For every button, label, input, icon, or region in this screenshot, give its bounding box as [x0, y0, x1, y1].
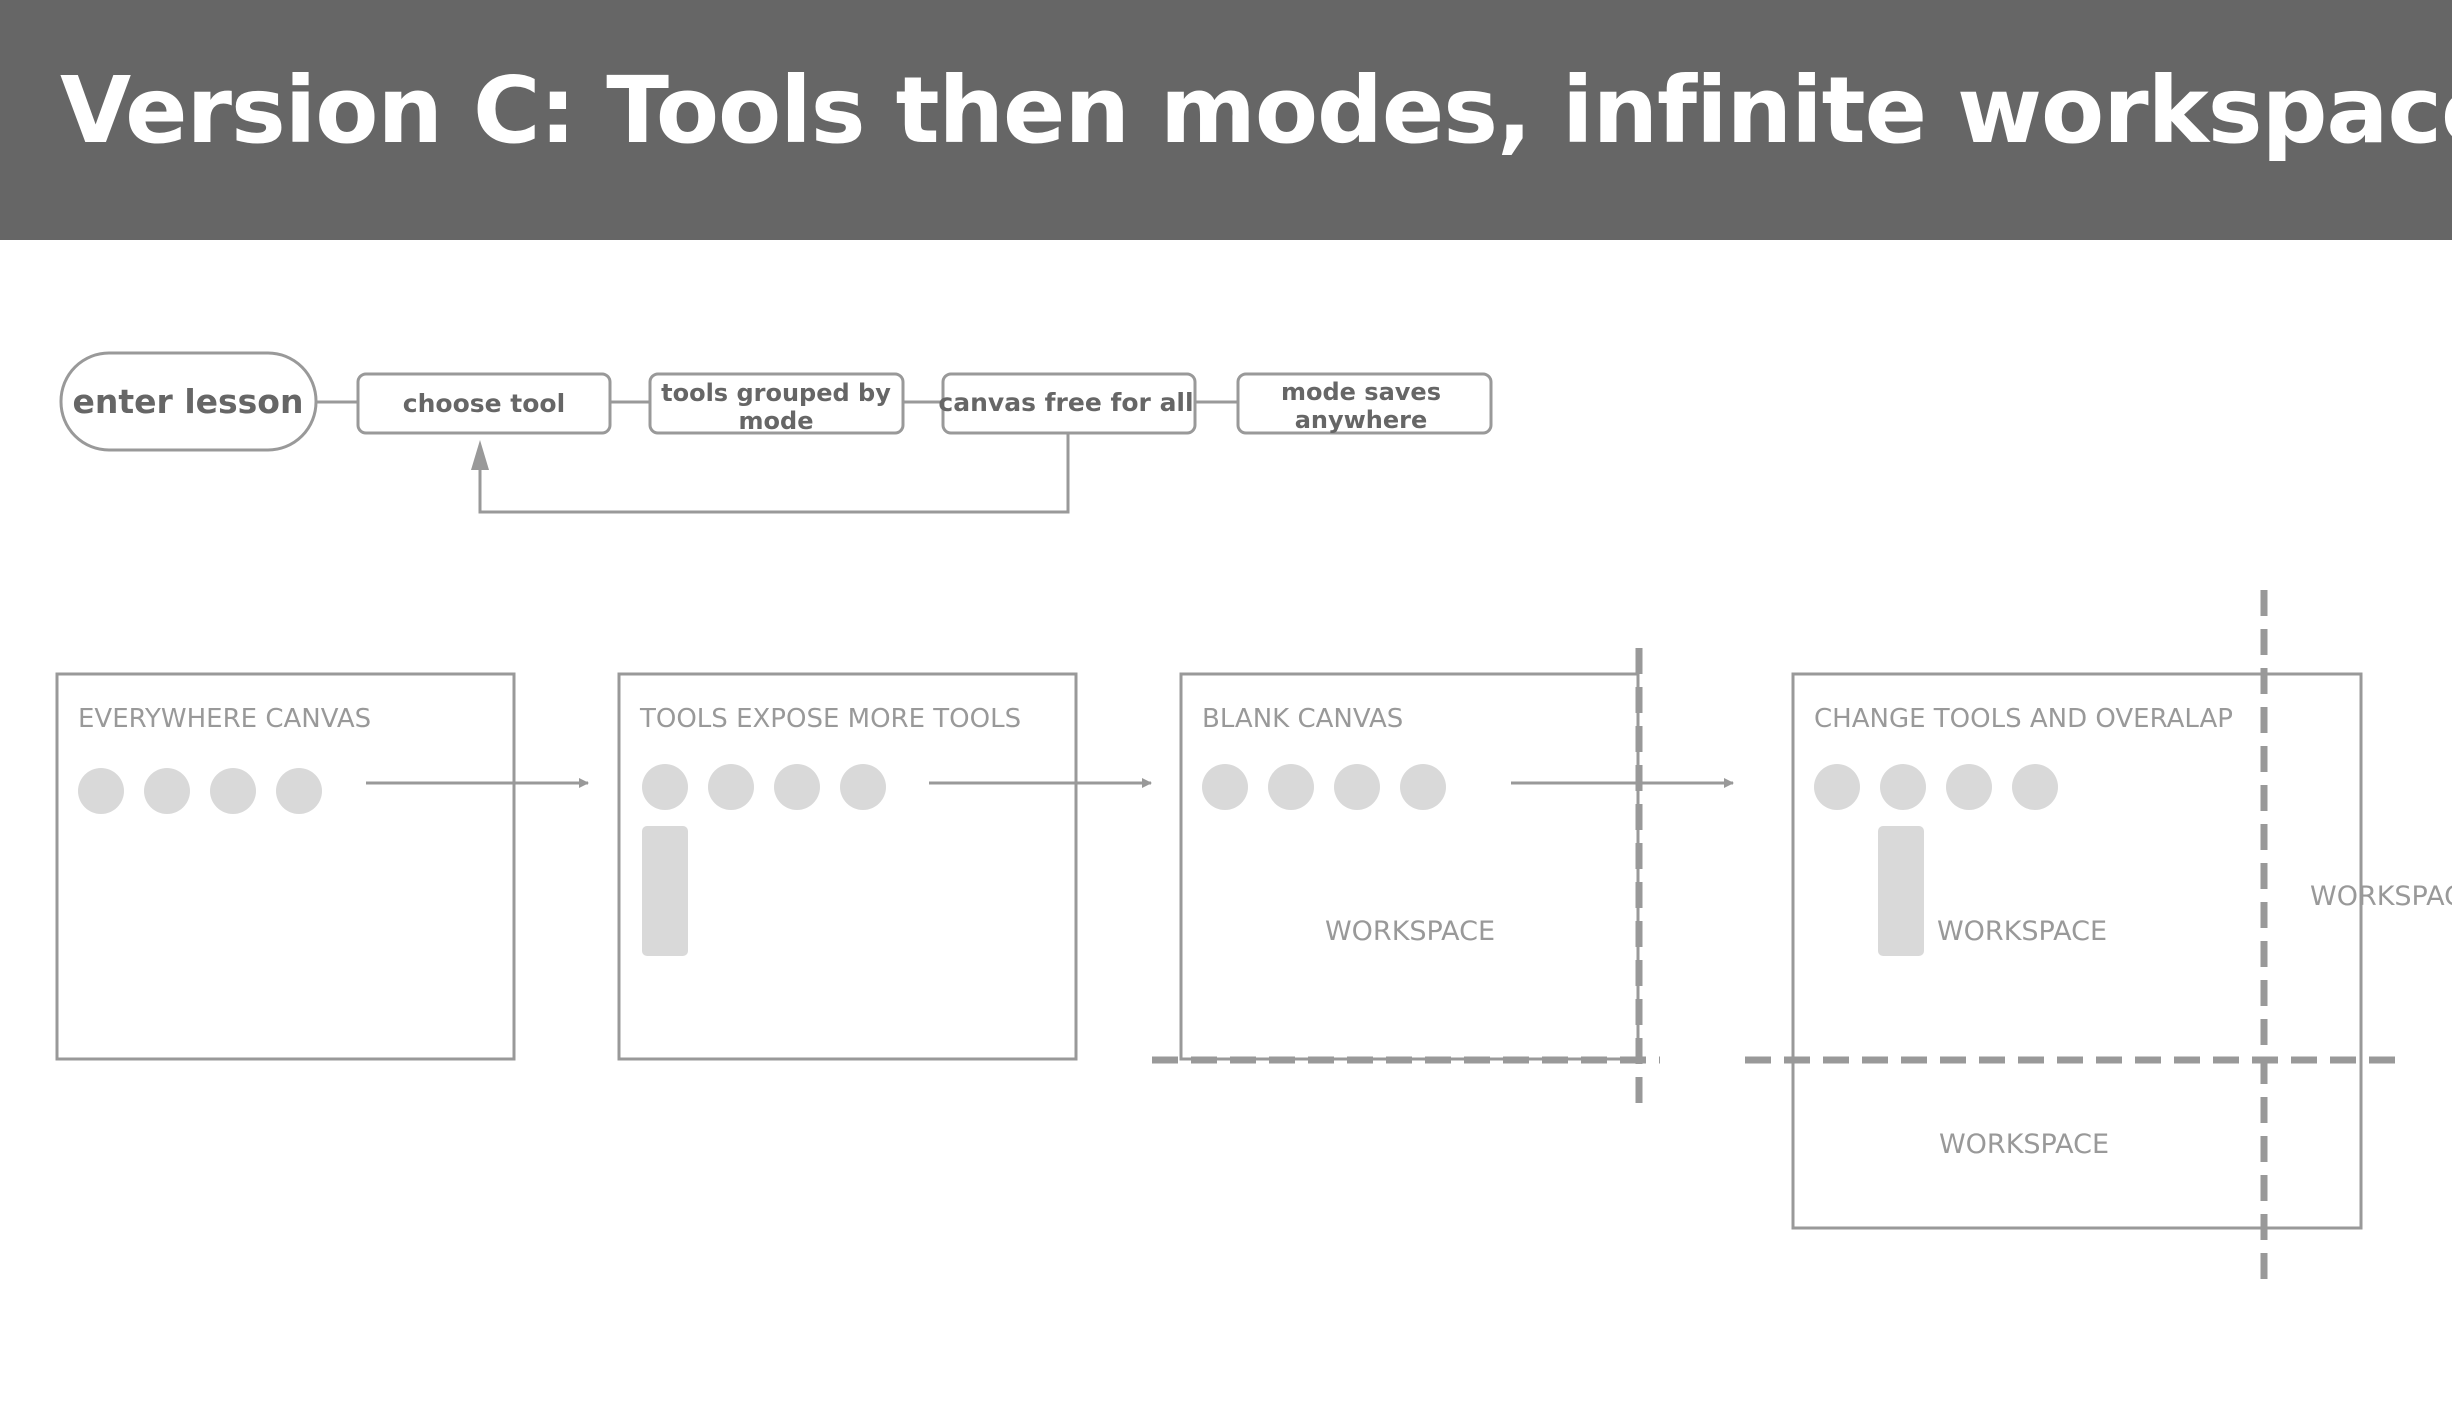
panel-title: TOOLS EXPOSE MORE TOOLS	[639, 704, 1021, 734]
tool-circle	[210, 768, 256, 814]
tool-circle	[276, 768, 322, 814]
tool-circle	[840, 764, 886, 810]
loop-back-line	[478, 433, 1070, 514]
tool-drawer	[1878, 826, 1924, 956]
flow-start-label: enter lesson	[73, 382, 304, 421]
workspace-below-label: WORKSPACE	[1939, 1129, 2109, 1160]
page-title: Version C: Tools then modes, infinite wo…	[60, 57, 2452, 164]
panel-title: BLANK CANVAS	[1202, 704, 1403, 734]
flow-step-label-line-2: mode	[739, 407, 814, 435]
tool-circle	[2012, 764, 2058, 810]
tool-circle	[642, 764, 688, 810]
panel-title: EVERYWHERE CANVAS	[78, 704, 371, 734]
flow-step-mode-saves: mode saves anywhere	[1236, 372, 1493, 435]
tool-circle	[78, 768, 124, 814]
flow-step-tools-grouped: tools grouped by mode	[648, 372, 905, 435]
panel-blank-canvas: BLANK CANVAS WORKSPACE	[1179, 672, 1640, 1061]
loop-back-arrowhead	[471, 440, 489, 470]
tool-circle	[1814, 764, 1860, 810]
tool-circle	[1268, 764, 1314, 810]
panel-title: CHANGE TOOLS AND OVERALAP	[1814, 704, 2233, 734]
panel-everywhere-canvas: EVERYWHERE CANVAS	[55, 672, 516, 1061]
flow-step-label-line-1: tools grouped by	[661, 379, 891, 407]
tool-circle	[774, 764, 820, 810]
flow-step-label-line-2: anywhere	[1295, 406, 1428, 434]
flow-start-node: enter lesson	[59, 351, 318, 452]
flow-step-label: choose tool	[403, 389, 565, 418]
tool-circle	[1202, 764, 1248, 810]
header-bar: Version C: Tools then modes, infinite wo…	[0, 0, 2452, 240]
panel-change-tools-overlap: CHANGE TOOLS AND OVERALAP WORKSPACE WORK…	[1791, 672, 2452, 1230]
panel-tools-expose-more: TOOLS EXPOSE MORE TOOLS	[617, 672, 1078, 1061]
tool-circle	[1334, 764, 1380, 810]
tool-circle	[1880, 764, 1926, 810]
workspace-label: WORKSPACE	[1325, 916, 1495, 947]
workspace-label: WORKSPACE	[1937, 916, 2107, 947]
tool-circle	[1400, 764, 1446, 810]
flow-row: enter lesson choose tool tools grouped b…	[59, 351, 1493, 514]
tool-circle	[708, 764, 754, 810]
flow-step-choose-tool: choose tool	[356, 372, 612, 435]
workspace-right-label: WORKSPACE	[2310, 881, 2452, 912]
flow-step-label-line-1: mode saves	[1281, 378, 1441, 406]
tool-circle	[144, 768, 190, 814]
tool-drawer	[642, 826, 688, 956]
tool-circle	[1946, 764, 1992, 810]
flow-step-label: canvas free for all	[938, 388, 1193, 417]
flow-step-canvas-free: canvas free for all	[938, 372, 1197, 435]
